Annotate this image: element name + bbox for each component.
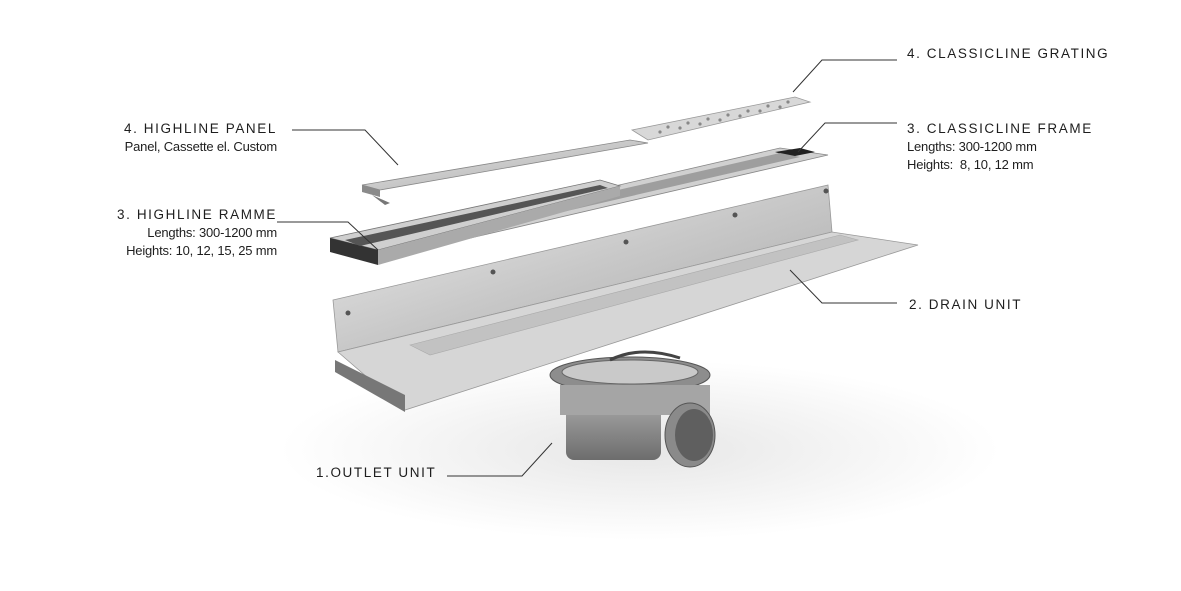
label-highline-panel: 4. HIGHLINE PANEL Panel, Cassette el. Cu…: [124, 120, 277, 156]
label-classicline-frame: 3. CLASSICLINE FRAME Lengths: 300-1200 m…: [907, 120, 1093, 174]
label-title: 2. DRAIN UNIT: [909, 297, 1023, 312]
label-title: 4. CLASSICLINE GRATING: [907, 46, 1110, 61]
outlet-unit: [549, 350, 716, 468]
label-outlet-unit: 1.OUTLET UNIT: [316, 464, 436, 482]
classicline-grating: [630, 96, 812, 141]
label-title: 3. HIGHLINE RAMME: [117, 207, 277, 222]
label-detail: Lengths: 300-1200 mm: [147, 225, 277, 240]
label-detail: Panel, Cassette el. Custom: [124, 139, 278, 154]
label-detail: Lengths: 300-1200 mm: [907, 139, 1037, 154]
label-classicline-grating: 4. CLASSICLINE GRATING: [907, 45, 1109, 63]
leader-lines: [277, 59, 897, 477]
label-title: 1.OUTLET UNIT: [316, 465, 437, 480]
drain-unit: [332, 184, 919, 412]
highline-panel: [361, 139, 649, 205]
label-highline-ramme: 3. HIGHLINE RAMME Lengths: 300-1200 mm H…: [117, 206, 277, 260]
label-title: 3. CLASSICLINE FRAME: [907, 121, 1093, 136]
label-drain-unit: 2. DRAIN UNIT: [909, 296, 1022, 314]
label-detail: Heights: 10, 12, 15, 25 mm: [126, 243, 277, 258]
label-title: 4. HIGHLINE PANEL: [124, 121, 277, 136]
highline-ramme: [329, 179, 622, 265]
label-detail: Heights: 8, 10, 12 mm: [907, 157, 1034, 172]
